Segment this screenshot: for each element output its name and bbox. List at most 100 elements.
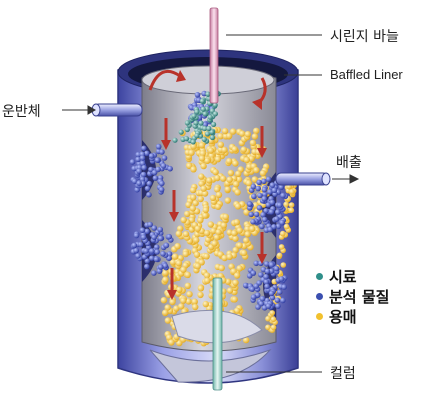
solvent-particle bbox=[162, 270, 168, 276]
solvent-particle bbox=[283, 202, 289, 208]
analyte-particle bbox=[154, 257, 160, 263]
solvent-particle bbox=[219, 265, 225, 271]
solvent-particle bbox=[176, 231, 182, 237]
analyte-particle bbox=[263, 274, 269, 280]
solvent-particle bbox=[176, 287, 182, 293]
analyte-particle bbox=[263, 208, 269, 214]
solvent-particle bbox=[202, 212, 208, 218]
solvent-particle bbox=[169, 299, 175, 305]
solvent-particle bbox=[220, 175, 226, 181]
analyte-particle bbox=[251, 294, 257, 300]
analyte-particle bbox=[280, 298, 286, 304]
solvent-particle bbox=[231, 230, 237, 236]
analyte-particle bbox=[267, 227, 273, 233]
solvent-particle bbox=[271, 325, 277, 331]
analyte-particle bbox=[154, 244, 160, 250]
analyte-particle bbox=[251, 184, 257, 190]
analyte-particle bbox=[166, 234, 172, 240]
solvent-particle bbox=[183, 231, 189, 237]
solvent-particle bbox=[176, 260, 182, 266]
solvent-particle bbox=[185, 283, 191, 289]
solvent-particle bbox=[289, 202, 295, 208]
sample-particle bbox=[185, 120, 190, 125]
label-baffled-liner: Baffled Liner bbox=[330, 67, 403, 82]
solvent-particle bbox=[271, 317, 277, 323]
legend-dot-sample bbox=[316, 273, 323, 280]
outlet-pipe-end bbox=[322, 173, 330, 185]
analyte-particle bbox=[254, 212, 260, 218]
solvent-particle bbox=[181, 217, 187, 223]
analyte-particle bbox=[262, 187, 268, 193]
analyte-particle bbox=[138, 242, 144, 248]
analyte-particle bbox=[257, 205, 263, 211]
solvent-particle bbox=[204, 230, 210, 236]
analyte-particle bbox=[133, 248, 139, 254]
label-column: 컬럼 bbox=[330, 363, 356, 383]
analyte-particle bbox=[279, 220, 285, 226]
analyte-particle bbox=[247, 273, 253, 279]
solvent-particle bbox=[244, 157, 250, 163]
solvent-particle bbox=[186, 291, 192, 297]
analyte-particle bbox=[269, 291, 275, 297]
solvent-particle bbox=[190, 194, 196, 200]
legend-item-solvent: 용매 bbox=[316, 306, 426, 326]
solvent-particle bbox=[197, 292, 203, 298]
solvent-particle bbox=[188, 150, 194, 156]
solvent-particle bbox=[190, 166, 196, 172]
solvent-particle bbox=[260, 170, 266, 176]
solvent-particle bbox=[234, 189, 240, 195]
solvent-particle bbox=[199, 155, 205, 161]
solvent-particle bbox=[203, 253, 209, 259]
analyte-particle bbox=[155, 157, 161, 163]
analyte-particle bbox=[258, 272, 264, 278]
solvent-particle bbox=[221, 222, 227, 228]
solvent-particle bbox=[194, 252, 200, 258]
analyte-particle bbox=[195, 92, 201, 98]
solvent-particle bbox=[277, 253, 283, 259]
legend-label-solvent: 용매 bbox=[329, 306, 357, 327]
solvent-particle bbox=[226, 254, 232, 260]
analyte-particle bbox=[158, 236, 164, 242]
analyte-particle bbox=[247, 201, 253, 207]
analyte-particle bbox=[164, 243, 170, 249]
solvent-particle bbox=[232, 146, 238, 152]
analyte-particle bbox=[274, 216, 280, 222]
analyte-particle bbox=[158, 264, 164, 270]
solvent-particle bbox=[172, 253, 178, 259]
solvent-particle bbox=[234, 272, 240, 278]
sample-particle bbox=[191, 113, 196, 118]
solvent-particle bbox=[203, 207, 209, 213]
analyte-particle bbox=[161, 163, 167, 169]
analyte-particle bbox=[260, 296, 266, 302]
analyte-particle bbox=[269, 209, 275, 215]
label-carrier: 운반체 bbox=[2, 101, 41, 121]
solvent-particle bbox=[198, 173, 204, 179]
solvent-particle bbox=[281, 262, 287, 268]
analyte-particle bbox=[136, 168, 142, 174]
analyte-particle bbox=[280, 193, 286, 199]
analyte-particle bbox=[249, 286, 255, 292]
analyte-particle bbox=[264, 284, 270, 290]
solvent-particle bbox=[190, 187, 196, 193]
solvent-particle bbox=[192, 304, 198, 310]
analyte-particle bbox=[135, 253, 141, 259]
analyte-particle bbox=[266, 176, 272, 182]
analyte-particle bbox=[162, 155, 168, 161]
analyte-particle bbox=[155, 167, 161, 173]
analyte-particle bbox=[156, 144, 162, 150]
solvent-particle bbox=[253, 128, 259, 134]
solvent-particle bbox=[198, 196, 204, 202]
analyte-particle bbox=[279, 276, 285, 282]
analyte-particle bbox=[248, 212, 254, 218]
sample-particle bbox=[201, 107, 206, 112]
sample-particle bbox=[213, 111, 218, 116]
solvent-particle bbox=[269, 310, 275, 316]
analyte-particle bbox=[277, 202, 283, 208]
sample-particle bbox=[200, 98, 205, 103]
solvent-particle bbox=[235, 203, 241, 209]
solvent-particle bbox=[215, 229, 221, 235]
solvent-particle bbox=[227, 177, 233, 183]
solvent-particle bbox=[195, 263, 201, 269]
solvent-particle bbox=[245, 131, 251, 137]
analyte-particle bbox=[149, 248, 155, 254]
